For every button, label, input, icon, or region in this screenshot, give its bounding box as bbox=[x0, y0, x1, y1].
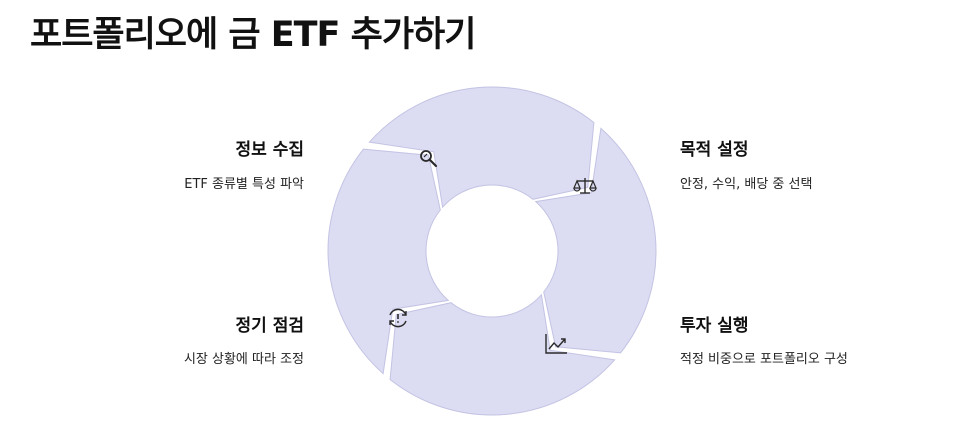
trend-chart-icon bbox=[545, 334, 567, 354]
segment-goal bbox=[534, 127, 657, 354]
page-title: 포트폴리오에 금 ETF 추가하기 bbox=[30, 15, 476, 55]
step-title-review: 정기 점검 bbox=[235, 316, 304, 336]
refresh-alert-icon bbox=[389, 308, 407, 328]
segment-info bbox=[368, 86, 595, 209]
step-title-info: 정보 수집 bbox=[235, 140, 304, 160]
scale-icon bbox=[573, 178, 597, 194]
segment-review bbox=[327, 148, 450, 375]
segment-execute bbox=[389, 293, 616, 416]
step-desc-info: ETF 종류별 특성 파악 bbox=[184, 177, 304, 192]
step-title-goal: 목적 설정 bbox=[680, 140, 749, 160]
search-icon bbox=[420, 150, 438, 168]
step-desc-review: 시장 상황에 따라 조정 bbox=[183, 352, 304, 367]
step-desc-execute: 적정 비중으로 포트폴리오 구성 bbox=[680, 352, 848, 367]
step-title-execute: 투자 실행 bbox=[680, 316, 749, 336]
step-desc-goal: 안정, 수익, 배당 중 선택 bbox=[680, 177, 813, 192]
